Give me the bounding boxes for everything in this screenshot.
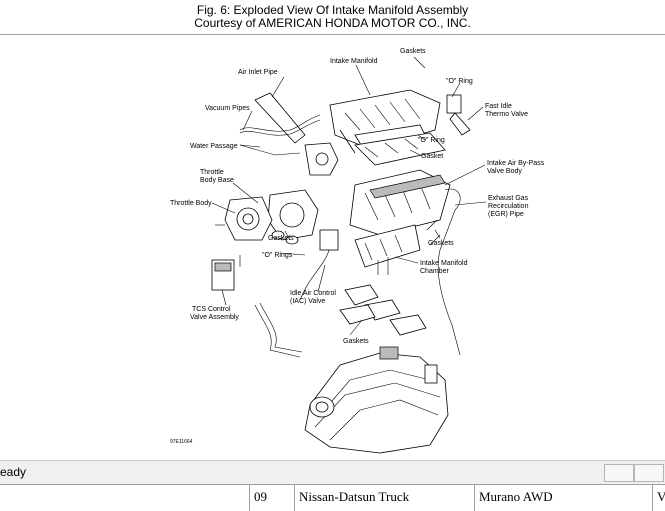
- table-cell-code[interactable]: 09: [250, 485, 295, 511]
- egr-pipe: [437, 188, 461, 356]
- label-fast-idle-1: Fast Idle: [485, 103, 512, 110]
- label-gaskets-top: Gaskets: [400, 48, 426, 55]
- label-throttle-body: Throttle Body: [170, 200, 212, 207]
- status-panel-1: [604, 464, 634, 482]
- intake-manifold-chamber: [354, 224, 421, 268]
- bypass-valve-body: [349, 169, 451, 236]
- figure-title: Fig. 6: Exploded View Of Intake Manifold…: [196, 3, 469, 17]
- label-tcs-2: Valve Assembly: [190, 314, 239, 321]
- diagram-viewport[interactable]: Gaskets Intake Manifold Air Inlet Pipe "…: [0, 35, 665, 460]
- label-o-ring-top: "O" Ring: [446, 78, 473, 85]
- figure-code: 97E11664: [170, 439, 193, 445]
- label-egr-3: (EGR) Pipe: [488, 211, 524, 218]
- label-water-passage: Water Passage: [190, 143, 238, 150]
- label-air-inlet-pipe: Air Inlet Pipe: [238, 69, 278, 76]
- tcs-control-valve: [211, 259, 235, 291]
- label-chamber-2: Chamber: [420, 268, 449, 275]
- fast-idle-thermo-valve: [446, 94, 471, 136]
- engine-block: [304, 346, 449, 454]
- label-throttle-base-1: Throttle: [200, 169, 224, 176]
- vacuum-pipes: [239, 114, 321, 132]
- label-vacuum-pipes: Vacuum Pipes: [205, 105, 250, 112]
- status-bar: eady: [0, 460, 665, 485]
- label-gaskets-bottom: Gaskets: [343, 338, 369, 345]
- label-gaskets-right: Gaskets: [428, 240, 454, 247]
- table-cell-extra[interactable]: V: [657, 489, 665, 504]
- label-iac-2: (IAC) Valve: [290, 298, 325, 305]
- label-bypass-2: Valve Body: [487, 168, 522, 175]
- label-gaskets-left: Gaskets: [268, 235, 294, 242]
- gasket-top: [354, 132, 446, 166]
- label-intake-manifold: Intake Manifold: [330, 58, 378, 65]
- figure-courtesy: Courtesy of AMERICAN HONDA MOTOR CO., IN…: [194, 16, 471, 30]
- gaskets-lower: [339, 284, 427, 336]
- label-throttle-base-2: Body Base: [200, 177, 234, 184]
- table-row[interactable]: 09 Nissan-Datsun Truck Murano AWD V: [0, 484, 665, 511]
- table-cell-blank[interactable]: [0, 485, 250, 511]
- label-iac-1: Idle Air Control: [290, 290, 336, 297]
- label-gasket: Gasket: [421, 153, 443, 160]
- table-cell-model[interactable]: Murano AWD: [475, 485, 653, 511]
- label-tcs-1: TCS Control: [192, 306, 231, 313]
- air-inlet-pipe: [254, 92, 306, 144]
- label-fast-idle-2: Thermo Valve: [485, 111, 528, 118]
- label-chamber-1: Intake Manifold: [420, 260, 468, 267]
- figure-title-bar: Fig. 6: Exploded View Of Intake Manifold…: [0, 0, 665, 35]
- label-egr-1: Exhaust Gas: [488, 195, 529, 202]
- status-text: eady: [0, 465, 27, 479]
- throttle-assembly: [224, 142, 339, 241]
- leader-lines: [211, 56, 487, 336]
- bolts: [215, 219, 441, 275]
- table-cell-make[interactable]: Nissan-Datsun Truck: [295, 485, 475, 511]
- label-bypass-1: Intake Air By-Pass: [487, 160, 545, 167]
- label-o-rings: "O" Rings: [262, 252, 293, 259]
- lower-hose: [254, 304, 301, 358]
- exploded-view-diagram: Gaskets Intake Manifold Air Inlet Pipe "…: [170, 48, 545, 454]
- label-o-ring-mid: "O" Ring: [418, 137, 445, 144]
- iac-valve: [299, 229, 339, 301]
- status-panel-2: [634, 464, 664, 482]
- label-egr-2: Recirculation: [488, 203, 529, 210]
